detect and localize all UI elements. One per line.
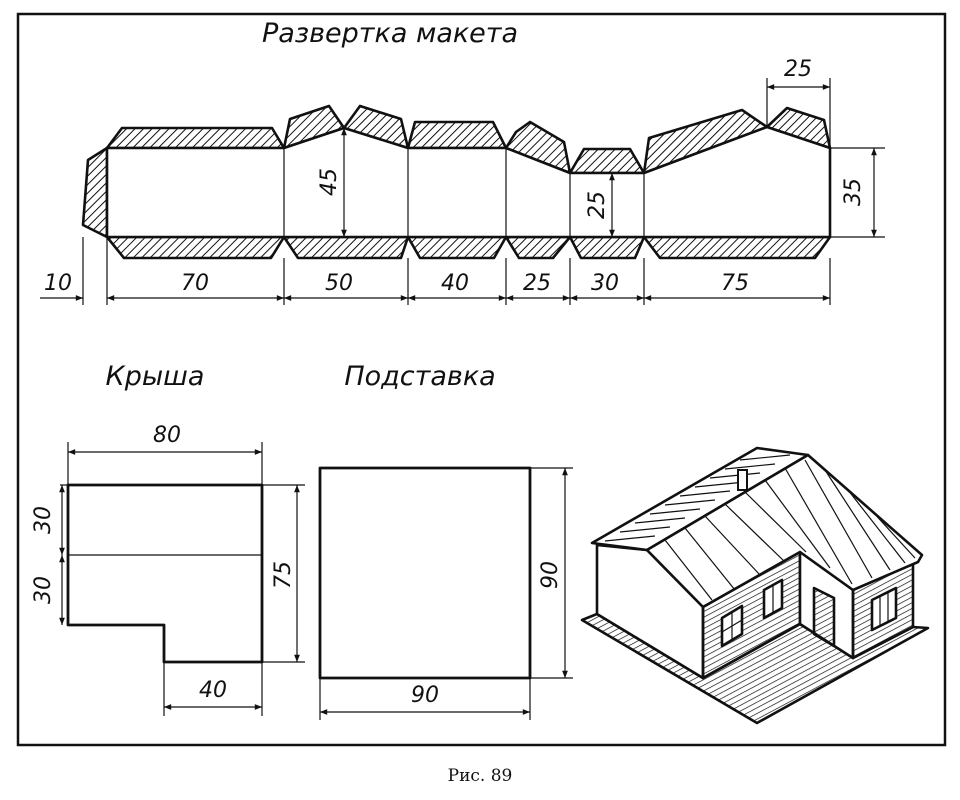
house-illustration (580, 446, 930, 725)
roof-plan: 80 30 30 75 40 (31, 423, 305, 716)
flap-bottom-40 (406, 235, 508, 260)
roof-dim-30-top: 30 (31, 506, 56, 534)
dim-height-35: 35 (841, 178, 866, 206)
roof-dim-80: 80 (153, 423, 181, 448)
roof-dim-75: 75 (271, 561, 296, 589)
stand-plan: 90 90 (318, 466, 573, 720)
drawing-frame (16, 12, 947, 747)
dim-25: 25 (523, 271, 551, 296)
flap-top-70 (105, 126, 286, 150)
net-outline (105, 125, 832, 239)
stand-dim-90-width: 90 (411, 683, 439, 708)
roof-dim-40: 40 (199, 678, 227, 703)
dim-70: 70 (181, 271, 209, 296)
roof-near-stripes (664, 459, 916, 601)
unfolding-title: Развертка макета (262, 18, 518, 49)
chimney (737, 469, 748, 491)
roof-title: Крыша (106, 361, 205, 392)
fold-lines (283, 148, 645, 237)
dim-75: 75 (721, 271, 749, 296)
flap-bottom-70 (105, 235, 286, 260)
flap-left-10 (81, 146, 109, 239)
stand-dim-90-height: 90 (538, 561, 563, 589)
stand-title: Подставка (344, 361, 495, 392)
dim-top-25: 25 (784, 57, 812, 82)
dim-50: 50 (325, 271, 353, 296)
dim-height-45: 45 (317, 168, 342, 196)
figure-caption: Рис. 89 (448, 766, 513, 786)
dim-40: 40 (441, 271, 469, 296)
roof-far-stripes (604, 454, 791, 542)
flap-top-40 (406, 120, 508, 150)
unfolding-net (81, 104, 832, 260)
roof-dim-30-bottom: 30 (31, 576, 56, 604)
flap-bottom-50 (282, 235, 410, 260)
dim-30: 30 (591, 271, 619, 296)
flap-bottom-25 (504, 235, 572, 260)
unfolding-dimensions: 10 70 50 40 25 30 75 45 25 35 25 (40, 57, 885, 305)
door (812, 586, 836, 648)
flap-bottom-30 (568, 235, 646, 260)
flap-top-30 (568, 147, 646, 175)
flap-bottom-75 (642, 235, 832, 260)
dim-height-25: 25 (585, 191, 610, 219)
dim-10: 10 (44, 271, 72, 296)
